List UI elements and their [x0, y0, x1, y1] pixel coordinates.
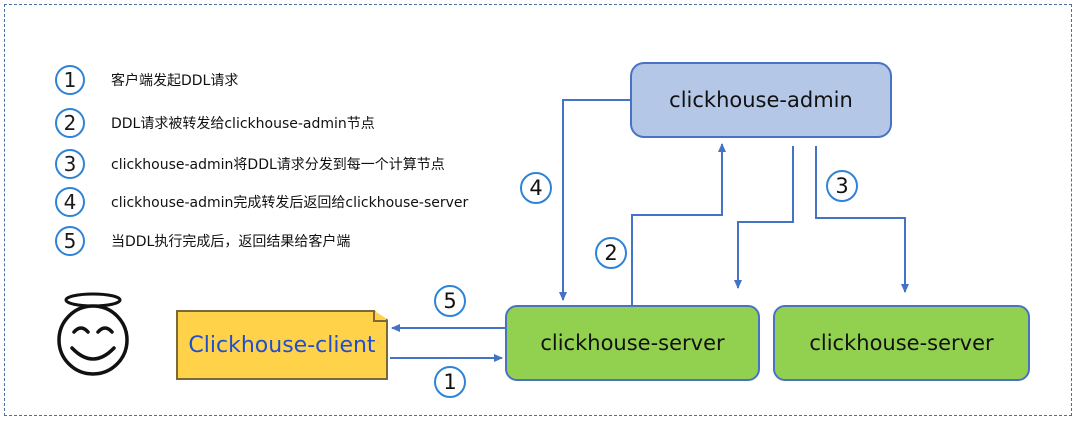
step-marker-2: 2 — [595, 237, 627, 269]
legend-text-4: clickhouse-admin完成转发后返回给clickhouse-serve… — [111, 195, 469, 211]
legend-text-2: DDL请求被转发给clickhouse-admin节点 — [111, 116, 375, 132]
step-marker-1: 1 — [434, 366, 466, 398]
legend-number-3: 3 — [55, 149, 85, 179]
clickhouse-client-label: Clickhouse-client — [188, 332, 376, 358]
arrow-step-4 — [559, 99, 630, 301]
legend-text-5: 当DDL执行完成后，返回结果给客户端 — [111, 234, 351, 250]
legend-text-1: 客户端发起DDL请求 — [111, 73, 239, 89]
legend-text-3: clickhouse-admin将DDL请求分发到每一个计算节点 — [111, 157, 445, 173]
clickhouse-server-node-left: clickhouse-server — [505, 305, 760, 381]
legend-number-1: 1 — [55, 65, 85, 95]
diagram-frame — [4, 4, 1072, 416]
step-marker-3: 3 — [826, 170, 858, 202]
clickhouse-admin-label: clickhouse-admin — [669, 88, 853, 112]
clickhouse-server-node-right: clickhouse-server — [773, 305, 1030, 381]
clickhouse-client-node: Clickhouse-client — [176, 310, 388, 380]
clickhouse-admin-node: clickhouse-admin — [630, 62, 892, 138]
clickhouse-server-left-label: clickhouse-server — [540, 331, 725, 355]
arrow-step-3a — [734, 146, 794, 289]
arrow-step-3b — [815, 146, 909, 293]
legend-number-2: 2 — [55, 108, 85, 138]
client-folded-corner — [373, 310, 388, 322]
clickhouse-server-right-label: clickhouse-server — [809, 331, 994, 355]
step-marker-5: 5 — [434, 285, 466, 317]
legend-number-4: 4 — [55, 187, 85, 217]
arrow-step-2 — [631, 143, 726, 305]
legend-number-5: 5 — [55, 226, 85, 256]
step-marker-4: 4 — [520, 172, 552, 204]
halo-smiley-icon — [57, 292, 129, 376]
